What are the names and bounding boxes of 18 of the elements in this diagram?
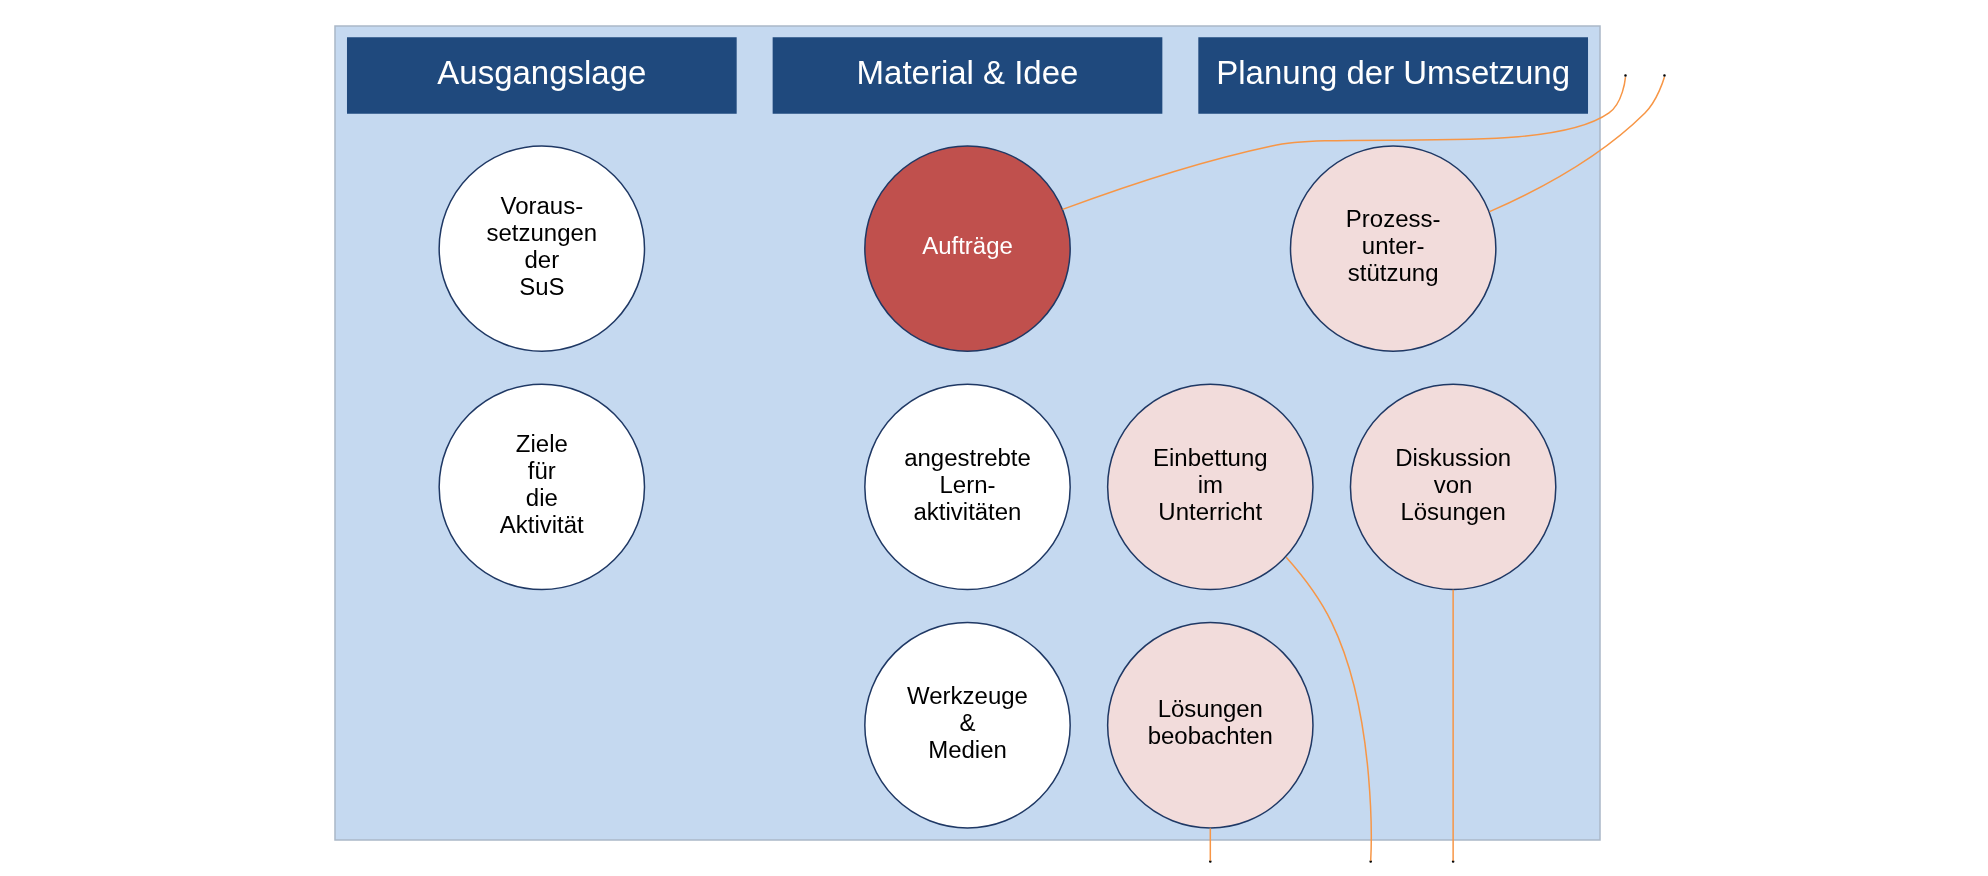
node-circle: Ziele für die Aktivität [438,383,646,591]
node-circle: Voraus- setzungen der SuS [438,145,646,353]
node-circle: Diskussion von Lösungen [1349,383,1557,591]
connector [1452,588,1454,862]
node-box: Planung der Umsetzung [1198,37,1588,114]
connector [1209,827,1212,862]
node-circle: Werkzeuge & Medien [864,621,1071,829]
node-box: Material & Idee [772,37,1163,114]
connector [1061,76,1627,211]
node-circle: Einbettung im Unterricht [1106,383,1314,591]
cluster [334,25,1601,841]
node-circle: Lösungen beobachten [1106,621,1314,829]
node-circle: Aufträge [864,145,1071,353]
node-box: Ausgangslage [347,37,737,114]
node-circle: Prozess- unter- stützung [1289,145,1497,353]
connector [1285,556,1372,862]
node-circle: angestrebte Lern- aktivitäten [864,383,1071,591]
connector [1488,76,1666,213]
